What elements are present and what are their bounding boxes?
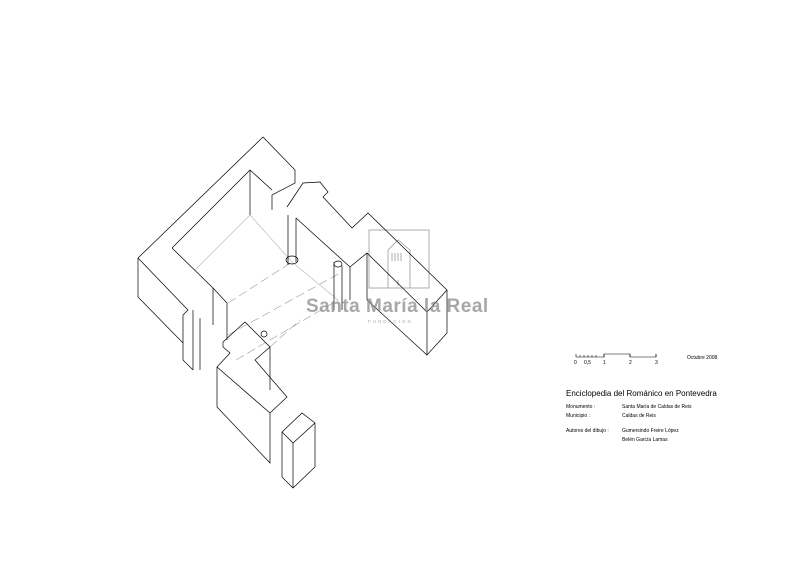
south-wing (216, 321, 288, 464)
scale-tick: 0 (574, 360, 577, 366)
scale-tick: 0,5 (584, 360, 591, 366)
monumento-label: Monumento : (566, 404, 596, 410)
autores-label: Autores del dibujo : (566, 428, 609, 434)
scale-tick: 3 (655, 360, 658, 366)
monumento-value: Santa María de Caldas de Reis (622, 404, 692, 410)
scale-tick: 1 (603, 360, 606, 366)
floor-lines (194, 214, 339, 301)
author: Belén García Lamas (622, 437, 668, 443)
logo-watermark (368, 229, 430, 289)
project-title: Enciclopedia del Románico en Pontevedra (566, 389, 717, 398)
scale-bar (575, 353, 657, 358)
scale-tick: 2 (629, 360, 632, 366)
north-wing (137, 136, 296, 371)
east-wing (285, 181, 448, 356)
municipio-value: Caldas de Reis (622, 413, 656, 419)
watermark-subtitle: FUNDACIÓN (368, 319, 413, 324)
tower-pillar (281, 412, 316, 489)
watermark-name: Santa María la Real (306, 296, 489, 317)
drawing-date: Octubre 2008 (687, 355, 718, 361)
municipio-label: Municipio : (566, 413, 590, 419)
author: Gumersindo Freire López (622, 428, 679, 434)
hidden-lines (227, 261, 343, 361)
